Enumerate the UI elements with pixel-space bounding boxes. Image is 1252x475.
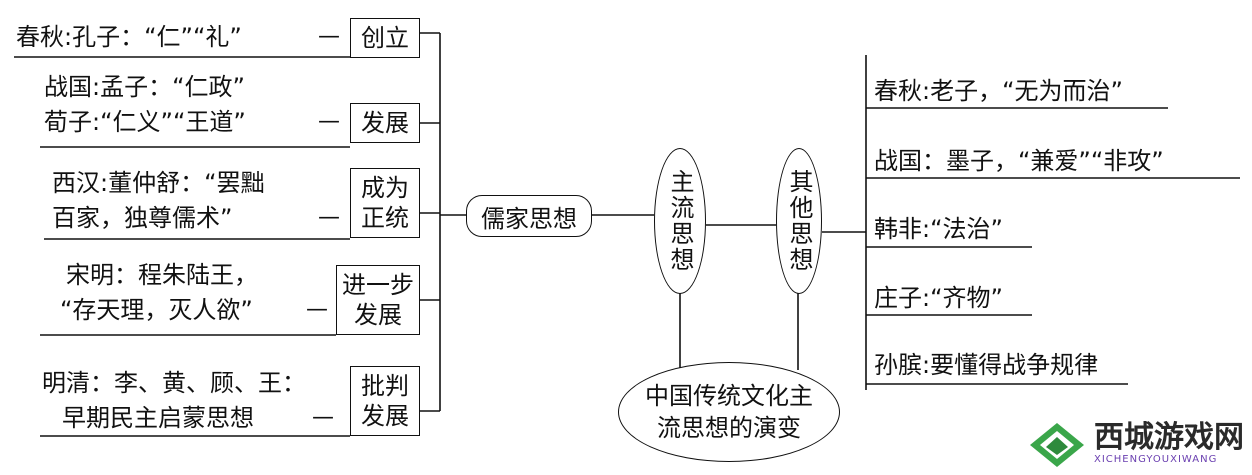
- dash-4: —: [306, 297, 328, 322]
- stage-box-5: 批判 发展: [350, 366, 420, 436]
- central-line-2: 流思想的演变: [657, 414, 801, 442]
- dash-5: —: [312, 405, 334, 430]
- left-item-3-line-2: 百家，独尊儒术”: [52, 204, 233, 232]
- dash-2: —: [318, 109, 340, 134]
- stage-box-3-line-1: 成为: [361, 174, 409, 202]
- stage-box-4-line-2: 发展: [354, 301, 402, 329]
- stage-box-3: 成为 正统: [350, 168, 420, 238]
- stage-box-1: 创立: [350, 18, 420, 58]
- dash-3: —: [318, 205, 340, 230]
- right-item-3: 韩非:“法治”: [874, 215, 1003, 243]
- stage-box-2: 发展: [350, 103, 420, 143]
- right-item-5: 孙膑:要懂得战争规律: [874, 351, 1099, 379]
- mainstream-node: 主流思想: [654, 148, 706, 294]
- left-item-1-text: 春秋:孔子：“仁”“礼”: [16, 23, 242, 51]
- right-item-4: 庄子:“齐物”: [874, 284, 1003, 312]
- left-item-5-line-1: 明清：李、黄、顾、王：: [42, 369, 306, 397]
- left-item-5-line-2: 早期民主启蒙思想: [62, 404, 254, 432]
- left-item-2-line-1: 战国:孟子：“仁政”: [44, 73, 245, 101]
- stage-box-5-line-2: 发展: [361, 402, 409, 430]
- left-item-4-line-2: “存天理，灭人欲”: [60, 296, 253, 324]
- watermark: 西城游戏网 XICHENGYOUXIWANG: [1026, 417, 1244, 469]
- stage-box-5-line-1: 批判: [361, 372, 409, 400]
- stage-box-4: 进一步 发展: [336, 265, 420, 335]
- confucian-node: 儒家思想: [466, 195, 592, 237]
- left-item-3-line-1: 西汉:董仲舒：“罢黜: [52, 169, 265, 197]
- other-label: 其他思想: [785, 169, 813, 273]
- stage-box-3-line-2: 正统: [361, 204, 409, 232]
- right-item-1: 春秋:老子，“无为而治”: [874, 77, 1123, 105]
- left-item-4-line-1: 宋明：程朱陆王，: [66, 261, 258, 289]
- other-node: 其他思想: [776, 148, 822, 294]
- central-line-1: 中国传统文化主: [645, 382, 813, 410]
- watermark-sub: XICHENGYOUXIWANG: [1094, 453, 1218, 465]
- mainstream-label: 主流思想: [666, 169, 694, 273]
- right-item-2: 战国：墨子，“兼爱”“非攻”: [874, 147, 1164, 175]
- central-node: 中国传统文化主 流思想的演变: [618, 362, 840, 462]
- watermark-title: 西城游戏网: [1094, 419, 1244, 455]
- dash-1: —: [318, 24, 340, 49]
- left-item-2-line-2: 荀子:“仁义”“王道”: [44, 108, 246, 136]
- stage-box-4-line-1: 进一步: [342, 271, 414, 299]
- leaf-logo-icon: [1030, 423, 1084, 467]
